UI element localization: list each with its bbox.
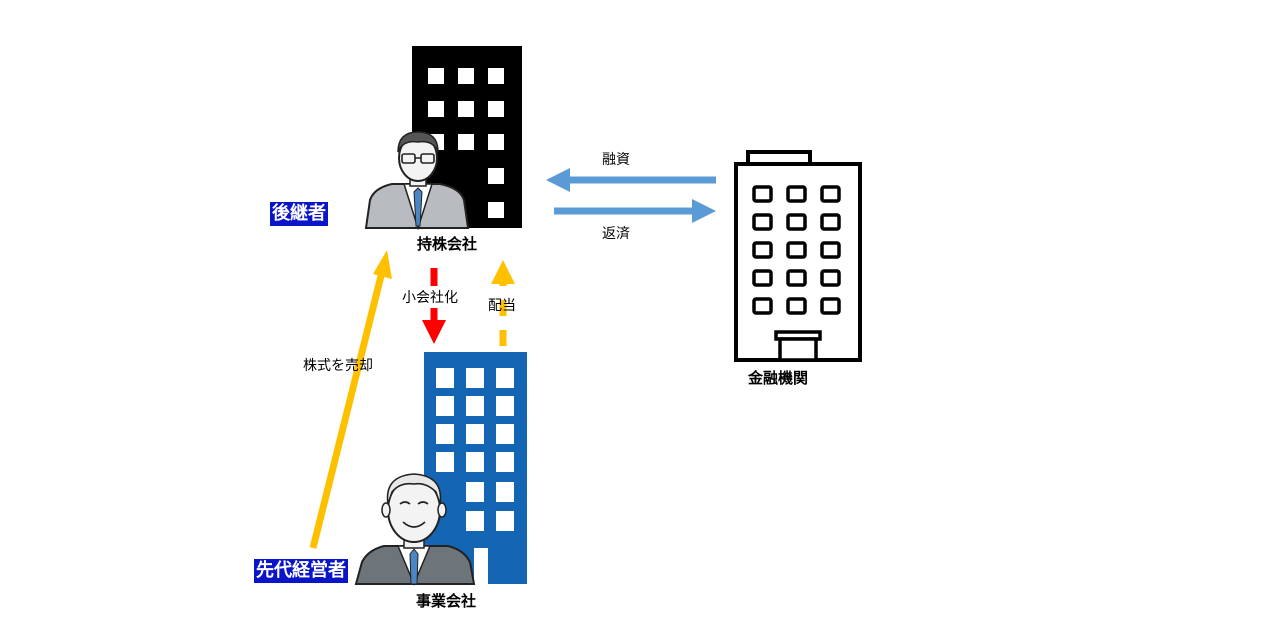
subsidiary-arrow [422,268,446,344]
financial-institution-label: 金融機関 [748,369,809,387]
repayment-arrow [554,199,716,223]
dividend-label: 配当 [488,298,516,314]
operating-company-label: 事業会社 [416,592,477,610]
loan-label: 融資 [602,152,630,168]
predecessor-person-icon [354,473,476,586]
share-sale-arrow [309,250,392,549]
predecessor-tag: 先代経営者 [254,559,348,583]
successor-person-icon [364,131,470,231]
subsidiary-label: 小会社化 [402,290,458,306]
dividend-arrow [491,260,515,346]
loan-arrow [546,168,716,192]
repayment-label: 返済 [602,226,630,242]
financial-institution-building [734,150,862,362]
holding-company-label: 持株会社 [417,235,478,253]
share-sale-label: 株式を売却 [303,358,373,374]
successor-tag: 後継者 [270,202,328,226]
